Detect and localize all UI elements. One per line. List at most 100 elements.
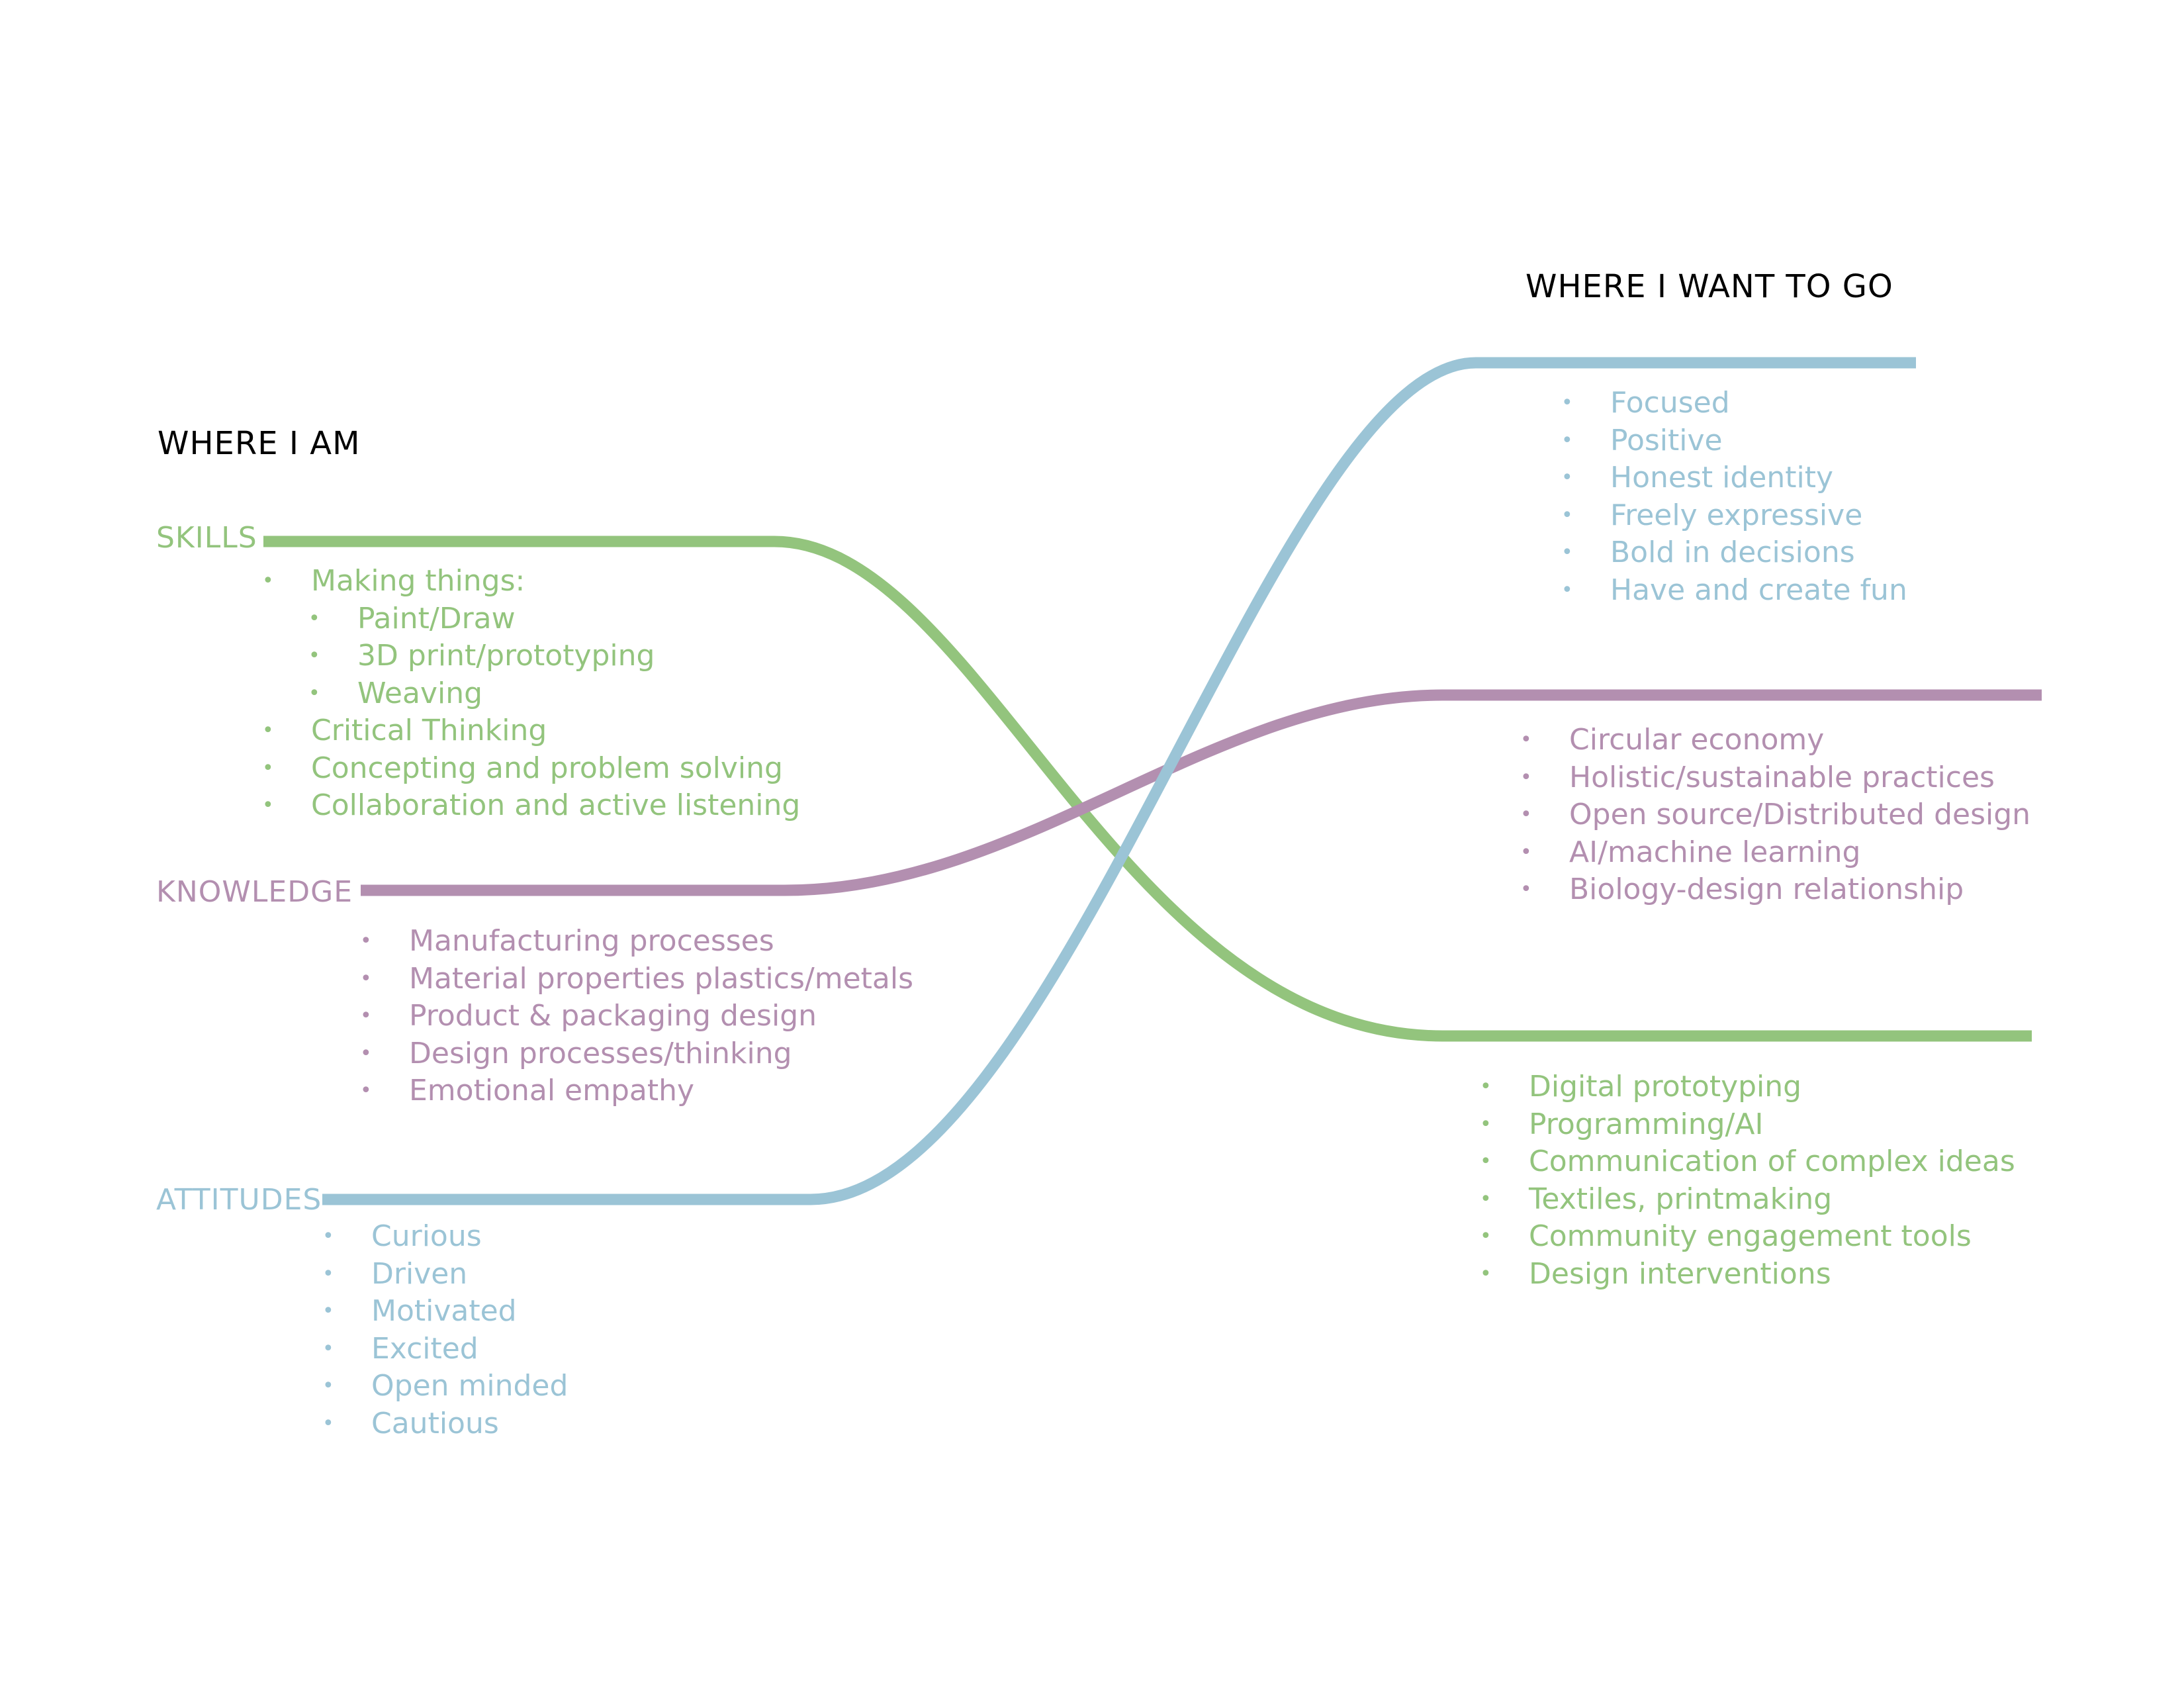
bullet-icon: • [322, 1262, 334, 1286]
where-i-want-to-go-heading: WHERE I WANT TO GO [1525, 268, 1893, 305]
list-item: • Excited [322, 1331, 478, 1366]
list-item: • Digital prototyping [1480, 1070, 1802, 1103]
list-item-text: Communication of complex ideas [1529, 1145, 2015, 1178]
list-item-text: Collaboration and active listening [311, 788, 801, 822]
bullet-icon: • [360, 966, 372, 990]
bullet-icon: • [322, 1374, 334, 1397]
list-item: • Design processes/thinking [360, 1036, 792, 1070]
knowledge-connector-curve [361, 689, 2042, 896]
list-item-text: Driven [371, 1256, 468, 1291]
bullet-icon: • [1561, 503, 1573, 527]
list-item-text: Biology-design relationship [1569, 872, 1964, 906]
list-item: • Driven [322, 1256, 468, 1291]
list-item: • Circular economy [1520, 723, 1825, 757]
list-item: •Manufacturing processes [360, 924, 774, 958]
knowledge-label: KNOWLEDGE [156, 875, 353, 909]
list-item: •Holistic/sustainable practices [1520, 761, 1995, 794]
bullet-icon: • [360, 1079, 372, 1102]
list-item-text: Paint/Draw [357, 601, 516, 635]
list-item-text: Freely expressive [1610, 498, 1863, 532]
where-i-am-heading: WHERE I AM [158, 425, 361, 462]
list-item: • Freely expressive [1561, 498, 1863, 532]
bullet-icon: • [322, 1336, 334, 1360]
bullet-icon: • [1561, 541, 1573, 564]
bullet-icon: • [1561, 428, 1573, 452]
bullet-icon: • [1480, 1075, 1492, 1098]
list-item: • AI/machine learning [1520, 835, 1861, 869]
list-item-text: Positive [1610, 423, 1723, 457]
list-item: • Community engagement tools [1480, 1219, 1972, 1253]
bullet-icon: • [360, 1041, 372, 1065]
list-item-text: Material properties plastics/metals [409, 961, 914, 996]
list-item: • Material properties plastics/metals [360, 961, 914, 996]
list-item: • Product & packaging design [360, 999, 817, 1033]
bullet-icon: • [1561, 391, 1573, 414]
list-item-text: Concepting and problem solving [311, 751, 783, 785]
list-item-text: 3D print/prototyping [357, 639, 655, 673]
list-item: • Concepting and problem solving [262, 751, 783, 785]
list-item: •3D print/prototyping [308, 639, 655, 673]
list-item: • Biology-design relationship [1520, 872, 1964, 906]
list-item: • Curious [322, 1219, 482, 1253]
list-item: •Emotional empathy [360, 1074, 694, 1107]
attitudes-label: ATTITUDES [156, 1183, 322, 1217]
list-item-text: Motivated [371, 1294, 517, 1328]
list-item: •Textiles, printmaking [1480, 1182, 1832, 1216]
list-item-text: Design interventions [1529, 1256, 1831, 1291]
bullet-icon: • [1480, 1262, 1492, 1286]
list-item: •Collaboration and active listening [262, 788, 801, 822]
list-item-text: Design processes/thinking [409, 1036, 792, 1070]
list-item-text: Circular economy [1569, 723, 1825, 757]
list-item-text: Open minded [371, 1369, 569, 1403]
list-item: • Communication of complex ideas [1480, 1145, 2015, 1178]
list-item-text: Digital prototyping [1529, 1070, 1802, 1103]
list-item: •Bold in decisions [1561, 536, 1855, 569]
bullet-icon: • [360, 1004, 372, 1027]
bullet-icon: • [1520, 728, 1532, 751]
list-item: • Focused [1561, 386, 1730, 420]
bullet-icon: • [1480, 1225, 1492, 1248]
list-item-text: Community engagement tools [1529, 1219, 1972, 1253]
list-item-text: Open source/Distributed design [1569, 798, 2031, 831]
list-item: • Open source/Distributed design [1520, 798, 2031, 831]
list-item-text: Product & packaging design [409, 999, 817, 1033]
list-item: • Making things: [262, 564, 525, 598]
bullet-icon: • [1480, 1150, 1492, 1173]
list-item-text: Cautious [371, 1406, 499, 1440]
bullet-icon: • [262, 719, 274, 742]
bullet-icon: • [1520, 878, 1532, 901]
bullet-icon: • [308, 606, 320, 630]
bullet-icon: • [1520, 765, 1532, 789]
list-item-text: Curious [371, 1219, 482, 1253]
bullet-icon: • [308, 681, 320, 705]
bullet-icon: • [1520, 840, 1532, 864]
list-item-text: Manufacturing processes [409, 924, 774, 958]
bullet-icon: • [322, 1411, 334, 1435]
bullet-icon: • [262, 569, 274, 592]
bullet-icon: • [322, 1225, 334, 1248]
list-item: • Critical Thinking [262, 714, 547, 747]
list-item: • Positive [1561, 423, 1723, 457]
list-item-text: Critical Thinking [311, 714, 547, 747]
list-item: • Paint/Draw [308, 601, 516, 635]
list-item: • Cautious [322, 1406, 499, 1440]
list-item: •Motivated [322, 1294, 517, 1328]
list-item: • Design interventions [1480, 1256, 1831, 1291]
list-item-text: Have and create fun [1610, 573, 1907, 607]
list-item-text: Programming/AI [1529, 1107, 1764, 1141]
attitudes-connector-curve [322, 357, 1916, 1205]
list-item: •Honest identity [1561, 461, 1833, 494]
list-item-text: AI/machine learning [1569, 835, 1861, 869]
list-item: •Weaving [308, 677, 482, 710]
bullet-icon: • [1561, 578, 1573, 602]
bullet-icon: • [262, 756, 274, 780]
bullet-icon: • [1480, 1112, 1492, 1136]
list-item: • Have and create fun [1561, 573, 1907, 607]
bullet-icon: • [1520, 803, 1532, 826]
list-item-text: Excited [371, 1331, 478, 1366]
list-item-text: Making things: [311, 564, 525, 598]
list-item-text: Focused [1610, 386, 1730, 420]
bullet-icon: • [1480, 1187, 1492, 1211]
